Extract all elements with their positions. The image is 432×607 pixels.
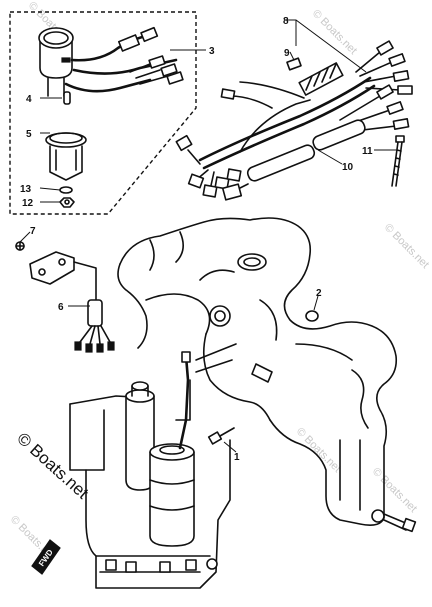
callout-3: 3	[209, 46, 215, 57]
harness-bolt	[391, 135, 405, 187]
wire-harness-group: 8 9 10 11	[175, 16, 413, 201]
watermark-bottom-right: © Boats.net	[370, 466, 419, 515]
meter-sleeve	[63, 91, 71, 105]
callout-10: 10	[342, 162, 354, 173]
mounting-bolt-bottom-right	[371, 509, 417, 533]
harness-clip	[286, 57, 302, 71]
callout-7: 7	[30, 226, 36, 237]
protective-tube-lower	[246, 144, 316, 182]
relay-group: 7 6	[15, 226, 115, 353]
swivel-bracket-casting: 2	[117, 217, 398, 526]
bolt-1	[207, 427, 235, 445]
callout-9: 9	[284, 48, 290, 59]
protective-tube-upper	[312, 119, 366, 151]
grommet-2	[305, 310, 319, 322]
callout-8: 8	[283, 16, 289, 27]
callout-11: 11	[362, 146, 373, 157]
watermark-right-low: © Boats.net	[294, 426, 343, 475]
trim-meter-gauge	[38, 26, 184, 97]
callout-1: 1	[234, 452, 240, 463]
washer	[59, 186, 73, 194]
nut	[59, 197, 75, 208]
power-trim-tilt-unit: 1	[69, 343, 273, 589]
callout-5: 5	[26, 129, 32, 140]
callout-13: 13	[20, 184, 32, 195]
kit-dashed-outline	[9, 11, 197, 215]
callout-6: 6	[58, 302, 64, 313]
callout-2: 2	[316, 288, 322, 299]
meter-bracket	[45, 132, 87, 181]
watermark-right-mid: © Boats.net	[382, 222, 431, 271]
callout-4: 4	[26, 94, 32, 105]
meter-kit-group: 3 4 5 13 12	[9, 11, 215, 215]
watermark-top-right: © Boats.net	[310, 8, 359, 57]
watermark-main: © Boats.net	[13, 429, 92, 503]
callout-12: 12	[22, 198, 34, 209]
